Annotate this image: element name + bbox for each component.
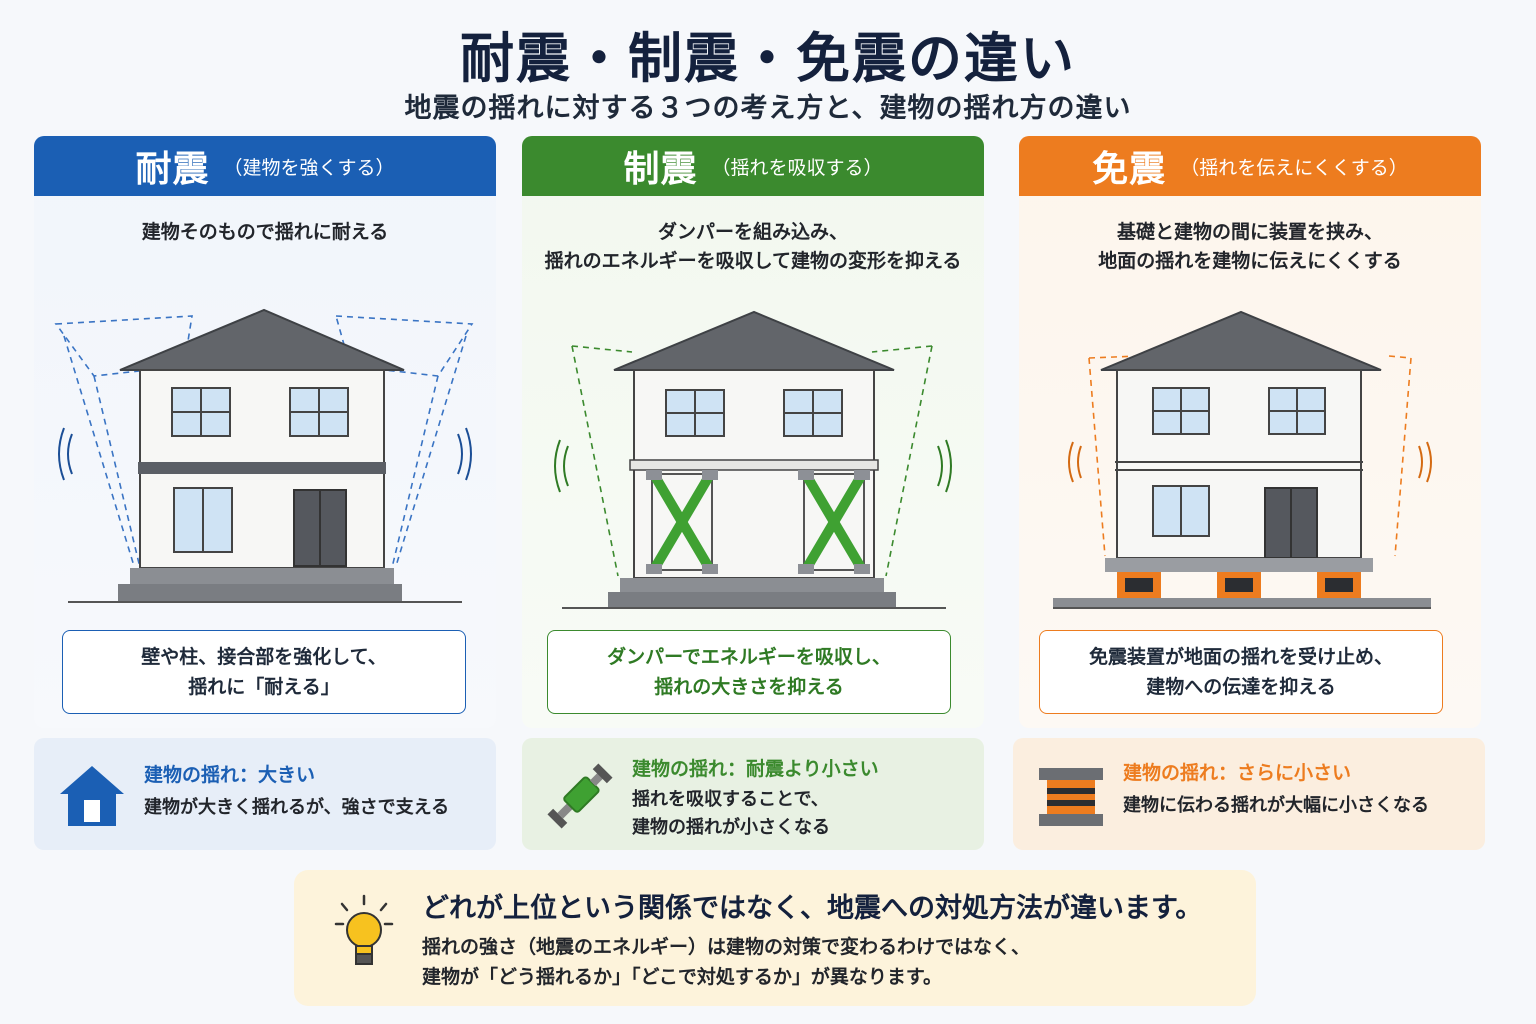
note-text: 揺れの強さ（地震のエネルギー）は建物の対策で変わるわけではなく、 建物が「どう揺…: [422, 936, 1031, 988]
panel-description: 建物そのもので揺れに耐える: [141, 221, 389, 243]
panel-tagline: （建物を強くする）: [223, 156, 395, 179]
damper-icon: [547, 763, 613, 829]
panel-header: 制震 （揺れを吸収する）: [522, 136, 984, 196]
house-illustration-seishin: [554, 310, 952, 609]
house-illustration-menshin: [1053, 310, 1432, 609]
panel-tagline: （揺れを吸収する）: [711, 156, 883, 179]
panel-name: 免震: [1092, 149, 1167, 190]
result-title: 建物の揺れ：耐震より小さい: [632, 758, 879, 780]
panel-taishin: 耐震 （建物を強くする） 建物そのもので揺れに耐える: [34, 136, 496, 728]
result-text: 建物が大きく揺れるが、強さで支える: [144, 797, 450, 818]
result-text: 揺れを吸収することで、 建物の揺れが小さくなる: [632, 789, 830, 838]
page-title: 耐震・制震・免震の違い: [460, 27, 1076, 90]
panel-seishin: 制震 （揺れを吸収する） ダンパーを組み込み、 揺れのエネルギーを吸収して建物の…: [522, 136, 984, 728]
lightbulb-icon: [334, 894, 394, 965]
panel-tagline: （揺れを伝えにくくする）: [1180, 156, 1408, 179]
panel-header: 耐震 （建物を強くする）: [34, 136, 496, 196]
panel-callout: 免震装置が地面の揺れを受け止め、 建物への伝達を抑える: [1039, 630, 1443, 714]
result-box-seishin: 建物の揺れ：耐震より小さい 揺れを吸収することで、 建物の揺れが小さくなる: [522, 738, 984, 850]
panel-description: ダンパーを組み込み、 揺れのエネルギーを吸収して建物の変形を抑える: [544, 221, 962, 272]
result-text: 建物に伝わる揺れが大幅に小さくなる: [1123, 795, 1429, 816]
panel-header: 免震 （揺れを伝えにくくする）: [1019, 136, 1481, 196]
panel-callout: ダンパーでエネルギーを吸収し、 揺れの大きさを抑える: [547, 630, 951, 714]
panel-description: 基礎と建物の間に装置を挟み、 地面の揺れを建物に伝えにくくする: [1098, 221, 1402, 272]
panel-name: 制震: [623, 149, 698, 190]
result-box-menshin: 建物の揺れ：さらに小さい 建物に伝わる揺れが大幅に小さくなる: [1013, 738, 1485, 850]
note-box: どれが上位という関係ではなく、地震への対処方法が違います。 揺れの強さ（地震のエ…: [294, 870, 1256, 1006]
result-box-taishin: 建物の揺れ：大きい 建物が大きく揺れるが、強さで支える: [34, 738, 496, 850]
result-title: 建物の揺れ：大きい: [144, 764, 316, 786]
house-icon: [60, 766, 124, 826]
panel-name: 耐震: [135, 149, 210, 190]
isolator-icon: [1039, 768, 1103, 826]
panel-callout: 壁や柱、接合部を強化して、 揺れに「耐える」: [62, 630, 466, 714]
page-subtitle: 地震の揺れに対する３つの考え方と、建物の揺れ方の違い: [404, 93, 1132, 124]
panel-menshin: 免震 （揺れを伝えにくくする） 基礎と建物の間に装置を挟み、 地面の揺れを建物に…: [1019, 136, 1481, 728]
result-title: 建物の揺れ：さらに小さい: [1123, 762, 1352, 784]
house-illustration-taishin: [54, 308, 474, 603]
note-heading: どれが上位という関係ではなく、地震への対処方法が違います。: [422, 893, 1203, 924]
